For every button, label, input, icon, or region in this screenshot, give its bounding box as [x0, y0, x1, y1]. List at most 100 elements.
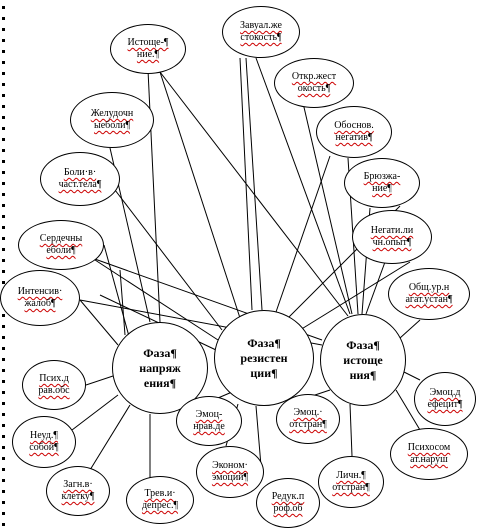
symptom-label: Брюзжа- ние¶ — [363, 171, 401, 194]
symptom-label: Эмоц.· отстран¶ — [289, 407, 327, 430]
connector-line — [114, 189, 223, 331]
connector-line — [159, 71, 241, 319]
connector-line — [299, 89, 353, 315]
margin-mark — [2, 17, 5, 20]
margin-mark — [2, 501, 5, 504]
symptom-label: Эконом· эмоций¶ — [211, 460, 249, 483]
symptom-label: Психосом ат.наруш — [407, 442, 451, 465]
symptom-node: Общ.ур.н агат.устан¶ — [388, 268, 470, 320]
margin-mark — [2, 248, 5, 251]
symptom-label: Неуд.¶ собой¶ — [29, 430, 59, 453]
symptom-label: Желудочн ыеболи¶ — [90, 108, 134, 131]
margin-mark — [2, 28, 5, 31]
symptom-node: Негати.ли чн.опыт¶ — [352, 210, 432, 264]
connector-line — [275, 155, 331, 313]
connector-line — [299, 261, 411, 331]
paragraph-margin-marks — [2, 0, 12, 532]
symptom-node: Эмоц- нрав.де — [176, 396, 242, 446]
symptom-node: Эконом· эмоций¶ — [196, 446, 264, 498]
margin-mark — [2, 270, 5, 273]
connector-line — [89, 404, 131, 471]
symptom-node: Завуал.же стокость¶ — [222, 6, 300, 58]
margin-mark — [2, 61, 5, 64]
symptom-node: Психосом ат.наруш — [390, 428, 468, 480]
margin-mark — [2, 171, 5, 174]
margin-mark — [2, 468, 5, 471]
symptom-node: Псих.д рав.обс — [22, 360, 86, 410]
connector-line — [119, 269, 126, 336]
margin-mark — [2, 149, 5, 152]
symptom-label: Обоснов. негатив¶ — [334, 120, 374, 143]
symptom-label: Завуал.же стокость¶ — [240, 20, 282, 43]
symptom-label: Трев.и· депрес.¶ — [141, 488, 179, 511]
connector-line — [399, 319, 421, 339]
symptom-node: Желудочн ыеболи¶ — [70, 92, 154, 148]
margin-mark — [2, 479, 5, 482]
margin-mark — [2, 116, 5, 119]
symptom-node: Неуд.¶ собой¶ — [12, 416, 76, 468]
margin-mark — [2, 369, 5, 372]
phase-resistance-label: Фаза¶ резистен ции¶ — [240, 335, 288, 380]
connector-line — [349, 403, 353, 457]
connector-line — [85, 374, 117, 386]
margin-mark — [2, 193, 5, 196]
margin-mark — [2, 402, 5, 405]
symptom-node: Загн.в· клетку¶ — [46, 466, 110, 516]
symptom-label: Псих.д рав.обс — [38, 373, 70, 396]
connector-line — [71, 394, 119, 431]
symptom-node: Откр.жест окость¶ — [274, 58, 354, 108]
symptom-node: Сердечны еболи¶ — [18, 220, 104, 270]
connector-line — [365, 261, 386, 315]
phase-tension-label: Фаза¶ напряж ения¶ — [139, 345, 181, 390]
margin-mark — [2, 160, 5, 163]
margin-mark — [2, 281, 5, 284]
connector-line — [79, 299, 119, 346]
margin-mark — [2, 413, 5, 416]
margin-mark — [2, 138, 5, 141]
margin-mark — [2, 226, 5, 229]
margin-mark — [2, 72, 5, 75]
connector-line — [245, 57, 263, 311]
symptom-label: Негати.ли чн.опыт¶ — [370, 225, 414, 248]
margin-mark — [2, 446, 5, 449]
connector-line — [395, 389, 421, 431]
symptom-node: Трев.и· депрес.¶ — [126, 476, 194, 524]
margin-mark — [2, 523, 5, 526]
margin-mark — [2, 435, 5, 438]
margin-mark — [2, 380, 5, 383]
symptom-node: Истоще-¶ ние.¶ — [110, 24, 186, 74]
margin-mark — [2, 457, 5, 460]
margin-mark — [2, 127, 5, 130]
symptom-label: Личн.¶ отстран¶ — [332, 470, 370, 493]
symptom-label: Сердечны еболи¶ — [39, 233, 83, 256]
symptom-label: Откр.жест окость¶ — [291, 71, 337, 94]
symptom-node: Боли·в· част.тела¶ — [40, 152, 120, 206]
symptom-node: Эмоц.· отстран¶ — [276, 394, 340, 444]
symptom-node: Личн.¶ отстран¶ — [318, 456, 384, 508]
symptom-label: Интенсив· жалоб¶ — [17, 286, 63, 309]
margin-mark — [2, 358, 5, 361]
connector-line — [255, 57, 351, 315]
symptom-label: Редук.п роф.об — [271, 491, 305, 514]
connector-line — [91, 257, 219, 341]
margin-mark — [2, 39, 5, 42]
margin-mark — [2, 391, 5, 394]
margin-mark — [2, 204, 5, 207]
connector-line — [103, 244, 131, 341]
margin-mark — [2, 512, 5, 515]
symptom-label: Общ.ур.н агат.устан¶ — [405, 282, 453, 305]
margin-mark — [2, 105, 5, 108]
symptom-label: Боли·в· част.тела¶ — [58, 167, 102, 190]
margin-mark — [2, 314, 5, 317]
margin-mark — [2, 325, 5, 328]
phase-resistance-node: Фаза¶ резистен ции¶ — [214, 310, 314, 406]
connector-line — [159, 71, 349, 317]
symptom-node: Эмоц.д ефецит¶ — [414, 372, 476, 426]
symptom-node: Интенсив· жалоб¶ — [0, 270, 80, 326]
margin-mark — [2, 94, 5, 97]
margin-mark — [2, 490, 5, 493]
margin-mark — [2, 215, 5, 218]
symptom-label: Эмоц.д ефецит¶ — [427, 387, 463, 410]
symptom-label: Эмоц- нрав.де — [193, 409, 225, 432]
margin-mark — [2, 347, 5, 350]
